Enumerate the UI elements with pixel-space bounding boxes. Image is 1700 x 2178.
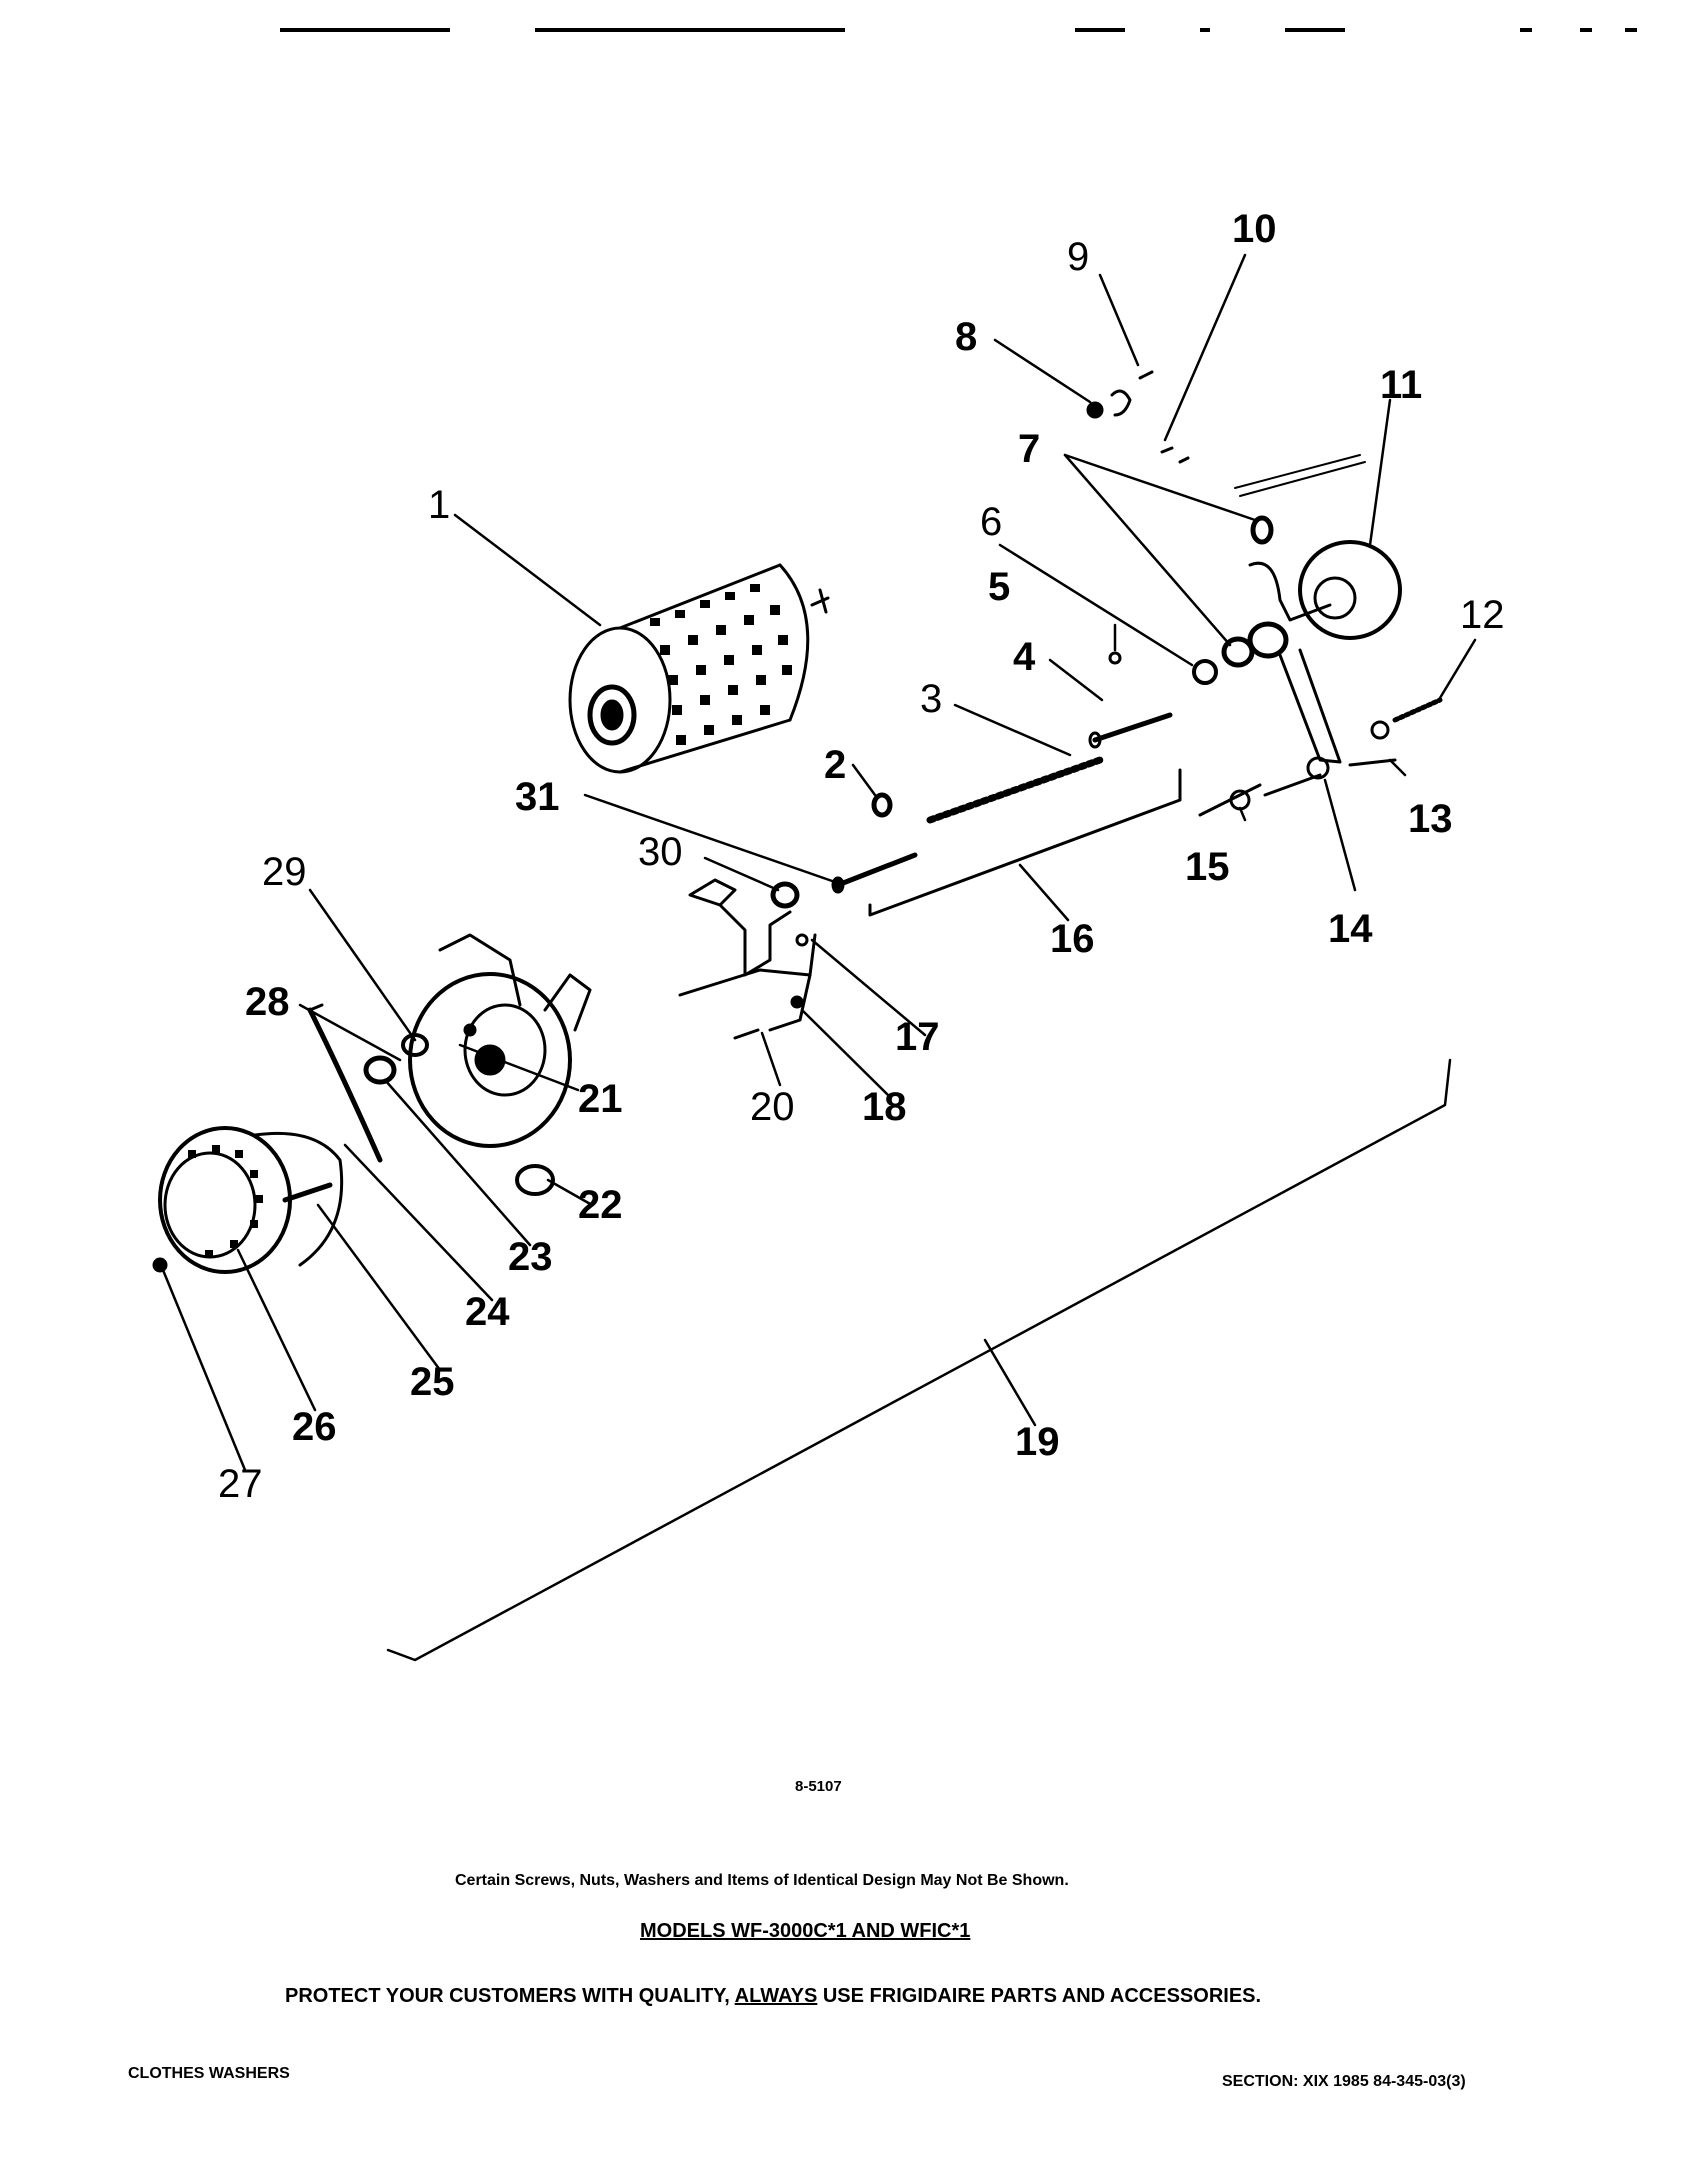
header-rule-1 xyxy=(280,28,450,32)
callout-17: 17 xyxy=(895,1015,940,1059)
disclaimer-text: Certain Screws, Nuts, Washers and Items … xyxy=(455,1872,1069,1889)
callout-30: 30 xyxy=(638,830,683,874)
slogan-emphasis: ALWAYS xyxy=(734,1985,818,2007)
callout-15: 15 xyxy=(1185,845,1230,889)
callout-22: 22 xyxy=(578,1183,623,1227)
header-rule-5 xyxy=(1285,28,1345,32)
category-label: CLOTHES WASHERS xyxy=(128,2065,290,2082)
models-heading: MODELS WF-3000C*1 AND WFIC*1 xyxy=(640,1920,971,1942)
callout-18: 18 xyxy=(862,1085,907,1129)
slogan-text: PROTECT YOUR CUSTOMERS WITH QUALITY, ALW… xyxy=(285,1985,1261,2008)
figure-code: 8-5107 xyxy=(795,1778,842,1795)
callout-19: 19 xyxy=(1015,1420,1060,1464)
bracket-part xyxy=(678,878,817,1040)
header-rule-7 xyxy=(1580,28,1592,32)
callout-6: 6 xyxy=(980,500,1002,544)
callout-20: 20 xyxy=(750,1085,795,1129)
callout-labels: 1 2 3 4 5 6 7 8 9 10 11 12 13 14 15 16 1… xyxy=(218,207,1505,1506)
pulley-arm xyxy=(1198,540,1443,817)
header-rule-6 xyxy=(1520,28,1532,32)
callout-23: 23 xyxy=(508,1235,553,1279)
callout-12: 12 xyxy=(1460,593,1505,637)
header-rule-3 xyxy=(1075,28,1125,32)
callout-2: 2 xyxy=(824,743,846,787)
callout-21: 21 xyxy=(578,1077,623,1121)
motor-part xyxy=(568,563,830,774)
callout-14: 14 xyxy=(1328,907,1373,951)
lever-hardware xyxy=(1086,370,1366,668)
callout-29: 29 xyxy=(262,850,307,894)
callout-7: 7 xyxy=(1018,427,1040,471)
slogan-prefix: PROTECT YOUR CUSTOMERS WITH QUALITY, xyxy=(285,1985,730,2007)
callout-26: 26 xyxy=(292,1405,337,1449)
header-rule-2 xyxy=(535,28,845,32)
callout-31: 31 xyxy=(515,775,560,819)
callout-27: 27 xyxy=(218,1462,263,1506)
callout-16: 16 xyxy=(1050,917,1095,961)
callout-1: 1 xyxy=(428,483,450,527)
leader-lines xyxy=(161,253,1477,1662)
shaft-assembly xyxy=(831,651,1218,917)
callout-24: 24 xyxy=(465,1290,510,1334)
callout-5: 5 xyxy=(988,565,1010,609)
callout-9: 9 xyxy=(1067,235,1089,279)
callout-4: 4 xyxy=(1013,635,1036,679)
pump-part xyxy=(401,933,592,1196)
slogan-suffix: USE FRIGIDAIRE PARTS AND ACCESSORIES. xyxy=(822,1985,1262,2007)
callout-28: 28 xyxy=(245,980,290,1024)
callout-3: 3 xyxy=(920,677,942,721)
callout-11: 11 xyxy=(1380,363,1422,407)
header-rule-4 xyxy=(1200,28,1210,32)
callout-13: 13 xyxy=(1408,797,1453,841)
callout-25: 25 xyxy=(410,1360,455,1404)
section-label: SECTION: XIX 1985 84-345-03(3) xyxy=(1222,2073,1466,2090)
callout-8: 8 xyxy=(955,315,977,359)
front-assembly xyxy=(152,1003,397,1274)
header-rule-8 xyxy=(1625,28,1637,32)
callout-10: 10 xyxy=(1232,207,1277,251)
